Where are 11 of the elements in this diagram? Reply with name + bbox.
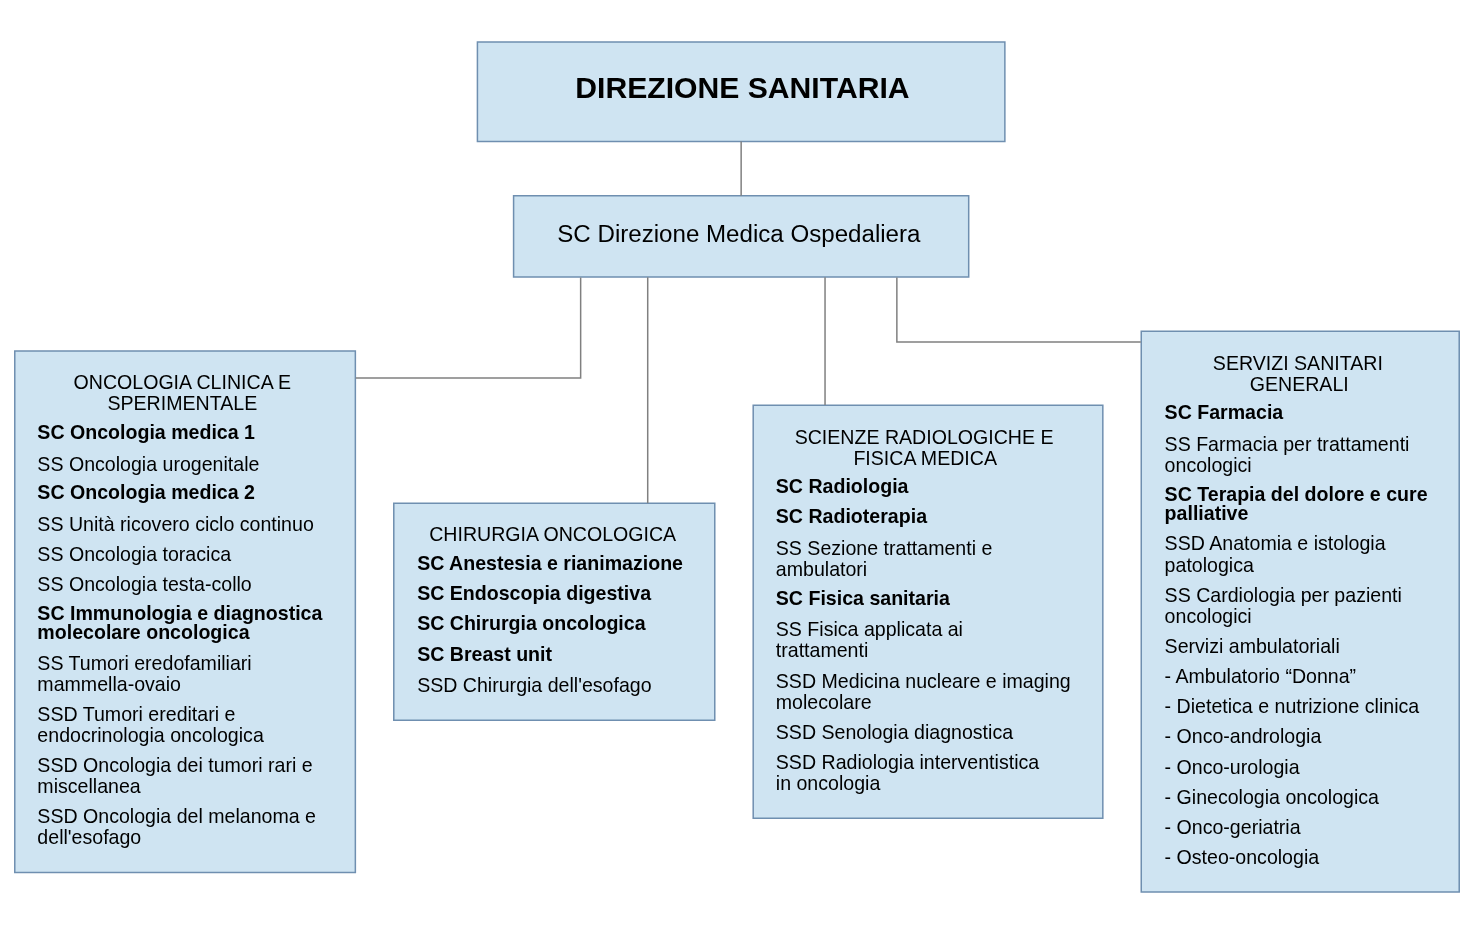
node-box: SERVIZI SANITARI GENERALI SC Farmacia SS Farmacia per trattamenti oncologici SC Terapia del dolore e cure palliative SSD Anatomia e istologia patologica SS Cardiologia per pazienti oncologici Servizi ambulatoriali - Ambulatorio “Donna” - Dietetica e nutrizione clinica - Onco-andrologia - Onco-urologia - Ginecologia oncologica - Onco-geriatria - Osteo-oncologia: [1140, 330, 1460, 893]
connector: [354, 276, 582, 379]
node-box: SCIENZE RADIOLOGICHE E FISICA MEDICA SC Radiologia SC Radioterapia SS Sezione trattamenti e ambulatori SC Fisica sanitaria SS Fisica applicata ai trattamenti SSD Medicina nucleare e imaging molecolare SSD Senologia diagnostica SSD Radiologia interventistica in oncologia: [752, 403, 1104, 819]
connector: [896, 276, 1142, 343]
node-box: CHIRURGIA ONCOLOGICA SC Anestesia e rianimazione SC Endoscopia digestiva SC Chirurgia oncologica SC Breast unit SSD Chirurgia dell'esofago: [393, 501, 716, 721]
node-box: SC Direzione Medica Ospedaliera: [512, 194, 970, 278]
connector: [740, 140, 742, 196]
node-box: DIREZIONE SANITARIA: [476, 40, 1006, 142]
connector: [646, 276, 649, 504]
connector: [824, 276, 826, 406]
node-box: ONCOLOGIA CLINICA E SPERIMENTALE SC Oncologia medica 1 SS Oncologia urogenitale SC Oncologia medica 2 SS Unità ricovero ciclo continuo SS Oncologia toracica SS Oncologia testa-collo SC Immunologia e diagnostica molecolare oncologica SS Tumori eredofamiliari mammella-ovaio SSD Tumori ereditari e endocrinologia oncologica SSD Oncologia dei tumori rari e miscellanea SSD Oncologia del melanoma e dell'esofago: [14, 349, 357, 873]
